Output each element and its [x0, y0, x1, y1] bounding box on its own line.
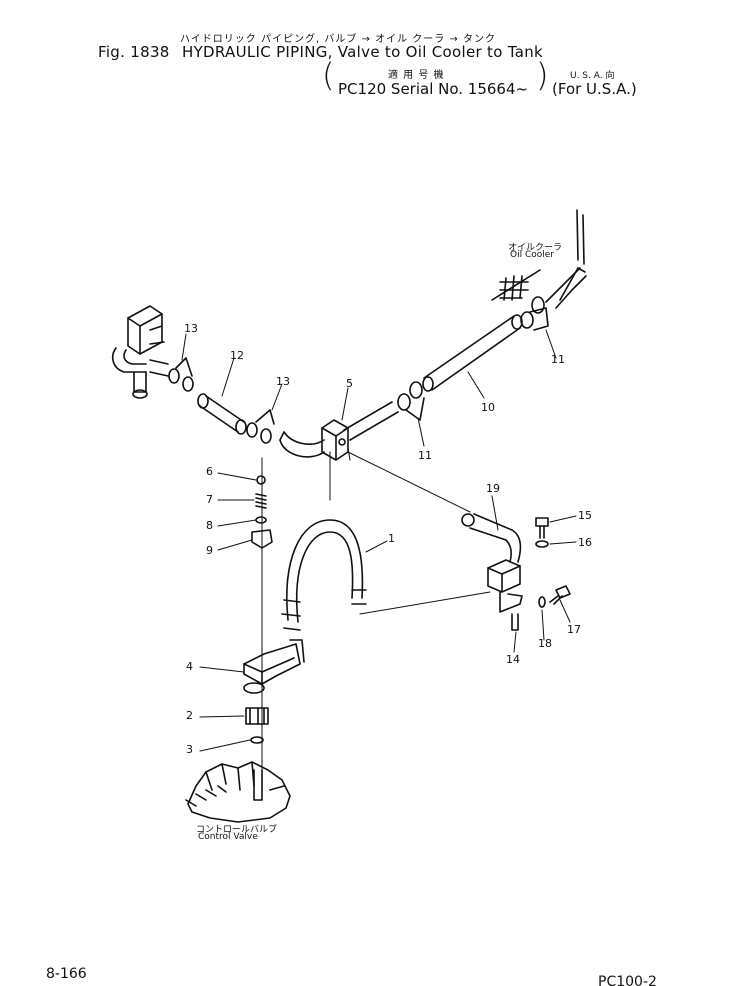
check-valve-block [487, 559, 521, 593]
callout-7: 7 [206, 493, 213, 506]
callout-12: 12 [230, 349, 244, 362]
callout-18: 18 [538, 637, 552, 650]
callout-19: 19 [486, 482, 500, 495]
clamp-upper-11 [520, 296, 549, 331]
o-ring-6 [256, 475, 266, 485]
clamp-lower-11 [397, 381, 425, 421]
serial-number: PC120 Serial No. 15664~ [338, 80, 529, 98]
callout-leader-lines [181, 329, 577, 752]
control-valve-label: Control Valve [198, 832, 258, 842]
callout-16: 16 [578, 536, 592, 549]
control-valve [185, 761, 291, 823]
figure-title: HYDRAULIC PIPING, Valve to Oil Cooler to… [182, 43, 544, 61]
callout-1: 1 [388, 532, 395, 545]
callout-3: 3 [186, 743, 193, 756]
spring-7 [255, 493, 267, 509]
elbow-pipe [279, 431, 325, 458]
figure-number: Fig. 1838 [98, 43, 170, 61]
region-japanese: U. S. A. 向 [570, 71, 615, 81]
left-paren: ( [322, 56, 335, 94]
bracket-14 [499, 591, 523, 631]
japanese-title: ハイドロリック パイピング, バルブ → オイル クーラ → タンク [180, 34, 496, 45]
callout-2: 2 [186, 709, 193, 722]
right-paren: ) [536, 56, 549, 94]
pipe-19 [461, 513, 522, 563]
o-ring-3 [250, 736, 264, 744]
bolt-15 [535, 517, 549, 539]
elbow-4 [243, 639, 305, 694]
callout-14: 14 [506, 653, 520, 666]
callout-13-left: 13 [184, 322, 198, 335]
callout-11-upper: 11 [551, 353, 565, 366]
tank-fitting [111, 305, 169, 399]
serial-japanese: 適 用 号 機 [388, 70, 445, 81]
callout-9: 9 [206, 544, 213, 557]
washer-18 [538, 596, 546, 608]
clamp-right-13 [246, 409, 275, 444]
hose-1 [281, 519, 367, 631]
oil-cooler-label-jp: オイルクーラ [508, 243, 563, 253]
callout-10: 10 [481, 401, 495, 414]
hose-12 [197, 393, 247, 435]
bolt-17 [549, 585, 571, 605]
model-code: PC100-2 [598, 974, 657, 986]
hose-10 [422, 314, 523, 392]
region: (For U.S.A.) [552, 80, 637, 98]
oil-cooler [491, 209, 587, 309]
callout-8: 8 [206, 519, 213, 532]
pipe-to-cooler [343, 401, 399, 441]
callout-15: 15 [578, 509, 592, 522]
callout-5: 5 [346, 377, 353, 390]
callout-17: 17 [567, 623, 581, 636]
assembly-leader-lines [261, 447, 491, 801]
page-number: 8-166 [46, 966, 87, 982]
connector-2 [245, 707, 269, 725]
callout-13-right: 13 [276, 375, 290, 388]
washer-16 [535, 540, 549, 548]
tee-block-5 [321, 419, 349, 461]
clamp-left-13 [168, 357, 194, 392]
callout-4: 4 [186, 660, 193, 673]
control-valve-label-jp: コントロールバルブ [196, 825, 278, 835]
callout-11-lower: 11 [418, 449, 432, 462]
oil-cooler-label: Oil Cooler [510, 250, 554, 260]
o-ring-8 [255, 516, 267, 524]
callout-6: 6 [206, 465, 213, 478]
